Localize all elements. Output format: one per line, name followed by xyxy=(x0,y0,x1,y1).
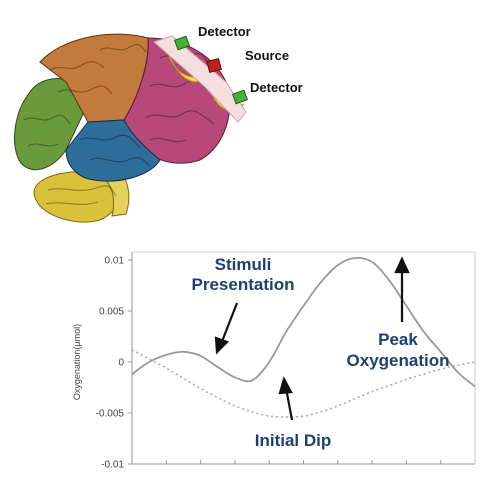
temporal-lobe xyxy=(65,119,161,182)
oxygenation-series-solid xyxy=(131,256,476,388)
y-tick-label: 0.005 xyxy=(99,307,124,318)
source-icon xyxy=(206,58,222,73)
arrow-peak-head xyxy=(394,256,410,274)
detector-top-label: Detector xyxy=(198,24,251,39)
oxygenation-chart: 0.01 0.005 0 -0.005 -0.01 Oxygenation(μmol) xyxy=(72,251,476,471)
annotation-arrows xyxy=(214,256,410,421)
detector-bottom-icon xyxy=(232,89,248,105)
y-tick-label: 0 xyxy=(118,358,124,369)
stimuli-label-line2: Presentation xyxy=(192,275,295,294)
source-label: Source xyxy=(245,48,289,63)
brain-illustration xyxy=(14,33,231,223)
occipital-lobe xyxy=(14,78,85,171)
y-tick-label: -0.005 xyxy=(96,409,125,420)
optode-sensor xyxy=(153,35,248,123)
y-tick-label: -0.01 xyxy=(101,460,124,471)
y-tick-label: 0.01 xyxy=(105,256,125,267)
initial-dip-label: Initial Dip xyxy=(255,431,332,450)
arrow-initial-dip-head xyxy=(278,376,293,395)
y-axis-label: Oxygenation(μmol) xyxy=(72,324,82,400)
arrow-stimuli-head xyxy=(214,336,229,355)
peak-label-line1: Peak xyxy=(378,330,418,349)
stimuli-label-line1: Stimuli xyxy=(215,255,272,274)
x-ticks xyxy=(165,460,442,464)
detector-top-icon xyxy=(174,35,190,51)
arrow-stimuli xyxy=(219,302,239,345)
detector-bottom-label: Detector xyxy=(250,80,303,95)
y-ticks: 0.01 0.005 0 -0.005 -0.01 xyxy=(96,256,132,471)
probe-holder xyxy=(153,35,247,123)
peak-label-line2: Oxygenation xyxy=(347,351,450,370)
